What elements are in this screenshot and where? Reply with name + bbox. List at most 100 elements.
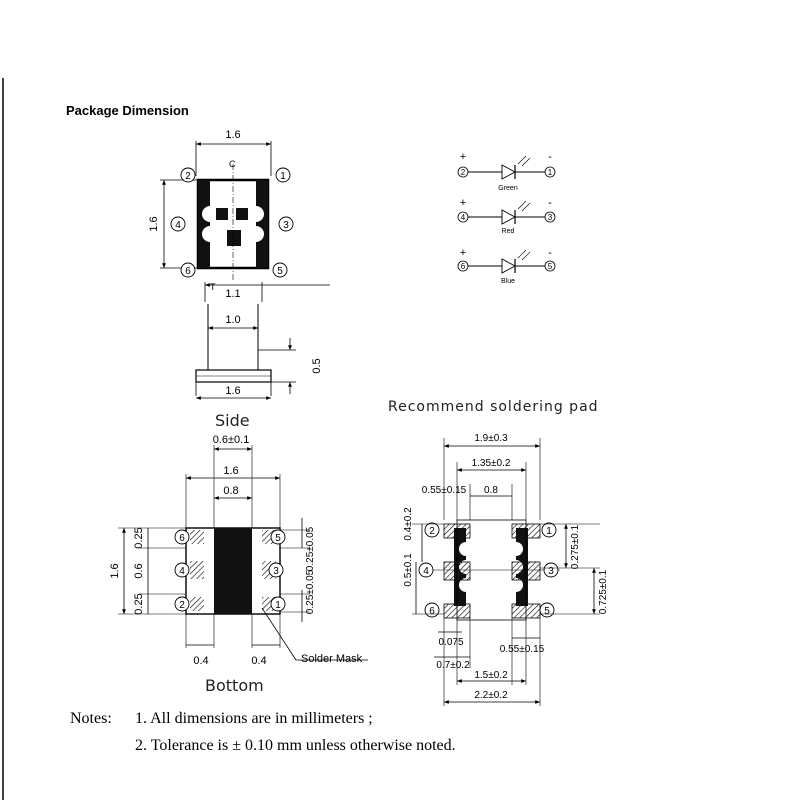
t-mark: T (210, 282, 216, 292)
pad-dim-w1: 1.9±0.3 (474, 433, 508, 444)
bottom-pin-2: 2 (174, 596, 190, 612)
pad-dim-b4: 1.5±0.2 (474, 670, 508, 681)
pad-dim-r1: 0.275±0.1 (570, 524, 581, 569)
bottom-pin-5: 5 (270, 529, 286, 545)
top-pin-6: 6 (180, 262, 196, 278)
bottom-dim-3: 0.8 (223, 485, 238, 497)
svg-text:+: + (460, 151, 466, 163)
svg-text:3: 3 (548, 213, 553, 222)
svg-text:4: 4 (179, 566, 185, 577)
svg-text:-: - (548, 197, 552, 209)
pad-dim-v2: 0.5±0.1 (403, 553, 414, 587)
top-pin-1: 1 (275, 167, 291, 183)
svg-text:-: - (548, 247, 552, 259)
bottom-pad-left: 0.4 (193, 655, 208, 667)
pad-dim-v1: 0.4±0.2 (403, 507, 414, 541)
svg-text:3: 3 (273, 566, 279, 577)
svg-text:1: 1 (280, 171, 286, 182)
bottom-pin-1: 1 (270, 596, 286, 612)
notes-label: Notes: (70, 710, 112, 727)
svg-text:5: 5 (548, 262, 553, 271)
bottom-dim-1: 0.6±0.1 (213, 434, 250, 446)
svg-text:5: 5 (544, 606, 550, 617)
pad-dim-w2: 1.35±0.2 (472, 458, 511, 469)
note-1: 1. All dimensions are in millimeters ; (135, 710, 373, 727)
led-circuits: + 2 - 1 Green + 4 (457, 151, 556, 285)
svg-text:6: 6 (461, 262, 466, 271)
circuit-red: + 4 - 3 Red (457, 197, 556, 235)
pad-dim-b2: 0.7±0.2 (436, 660, 470, 671)
pad-dim-w3: 0.55±0.15 (422, 485, 467, 496)
top-pin-3: 3 (278, 216, 294, 232)
side-dim-bottom: 1.6 (225, 385, 240, 397)
solder-mask-label: Solder Mask (301, 653, 363, 665)
page-title: Package Dimension (66, 103, 189, 118)
svg-text:-: - (548, 151, 552, 163)
side-dim-mid: 1.0 (225, 314, 240, 326)
pad-dim-b3: 0.55±0.15 (500, 644, 545, 655)
bottom-left-a: 0.25 (133, 527, 145, 548)
side-dim-height: 0.5 (311, 358, 323, 373)
pad-pin-3: 3 (543, 562, 559, 578)
svg-text:6: 6 (185, 266, 191, 277)
pad-title: Recommend soldering pad (388, 399, 599, 415)
pad-pin-4: 4 (418, 562, 434, 578)
note-2: 2. Tolerance is ± 0.10 mm unless otherwi… (135, 737, 456, 754)
pad-dim-b1: 0.075 (438, 637, 463, 648)
svg-text:5: 5 (277, 266, 283, 277)
pad-dim-b5: 2.2±0.2 (474, 690, 508, 701)
svg-text:1: 1 (275, 600, 281, 611)
pad-pin-5: 5 (539, 602, 555, 618)
bottom-pad-right: 0.4 (251, 655, 266, 667)
svg-text:4: 4 (423, 566, 429, 577)
svg-text:2: 2 (461, 168, 466, 177)
bottom-right-a: 0.25±0.05 (305, 526, 316, 571)
circuit-blue: + 6 - 5 Blue (457, 247, 556, 285)
bottom-left-c: 0.25 (133, 593, 145, 614)
top-pin-2: 2 (180, 167, 196, 183)
bottom-pin-4: 4 (174, 562, 190, 578)
top-pin-4: 4 (170, 216, 186, 232)
side-view: 1.1 1.0 1.6 0.5 (195, 282, 330, 400)
svg-text:3: 3 (548, 566, 554, 577)
svg-text:4: 4 (461, 213, 466, 222)
svg-text:1: 1 (546, 526, 552, 537)
svg-text:2: 2 (179, 600, 185, 611)
circuit-label-green: Green (498, 185, 518, 192)
bottom-caption: Bottom (205, 676, 264, 695)
circuit-label-red: Red (502, 228, 515, 235)
side-caption: Side (215, 411, 250, 430)
top-width-dim: 1.6 (225, 129, 240, 141)
bottom-dim-2: 1.6 (223, 465, 238, 477)
svg-text:3: 3 (283, 220, 289, 231)
circuit-label-blue: Blue (501, 278, 515, 285)
bottom-left-b: 0.6 (133, 563, 145, 578)
svg-text:+: + (460, 197, 466, 209)
cathode-mark: C (229, 159, 236, 169)
pad-pin-2: 2 (424, 522, 440, 538)
pad-dim-w4: 0.8 (484, 485, 498, 496)
svg-text:+: + (460, 247, 466, 259)
top-view: 1.6 1.6 C 2 1 (148, 129, 294, 292)
solder-pad-view: 1.9±0.3 1.35±0.2 0.55±0.15 0.8 (403, 433, 609, 706)
bottom-pin-6: 6 (174, 529, 190, 545)
svg-text:6: 6 (179, 533, 185, 544)
svg-text:4: 4 (175, 220, 181, 231)
svg-text:2: 2 (185, 171, 191, 182)
svg-text:5: 5 (275, 533, 281, 544)
pad-pin-1: 1 (541, 522, 557, 538)
svg-text:1: 1 (548, 168, 553, 177)
top-height-dim: 1.6 (148, 216, 160, 231)
bottom-left-total: 1.6 (109, 563, 121, 578)
bottom-pin-3: 3 (268, 562, 284, 578)
pad-dim-r2: 0.725±0.1 (598, 569, 609, 614)
top-pin-5: 5 (272, 262, 288, 278)
svg-text:6: 6 (429, 606, 435, 617)
pad-pin-6: 6 (424, 602, 440, 618)
circuit-green: + 2 - 1 Green (457, 151, 556, 192)
bottom-view: 0.6±0.1 1.6 0.8 1.6 0.25 0.6 (109, 434, 368, 667)
side-dim-top: 1.1 (225, 288, 240, 300)
bottom-right-b: 0.25±0.05 (305, 569, 316, 614)
